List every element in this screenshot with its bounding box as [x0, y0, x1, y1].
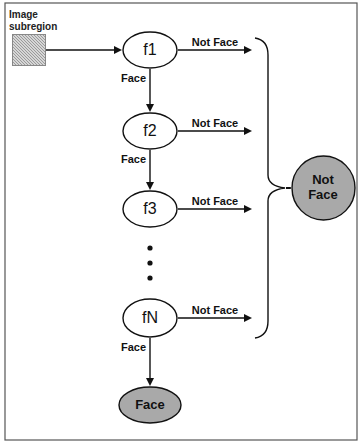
continuation-dot	[147, 275, 152, 280]
flow-arrow	[178, 188, 291, 213]
ellipse-outline	[123, 299, 177, 337]
arrow-head	[146, 104, 154, 112]
arrow-head	[114, 46, 122, 54]
ellipse-outline	[119, 387, 181, 423]
merge-brace	[255, 38, 285, 338]
flow-arrow	[46, 46, 122, 54]
result-ellipse: Face	[118, 386, 182, 424]
arrow-head	[146, 182, 154, 190]
node-text: fN	[142, 309, 158, 327]
flow-arrow	[178, 46, 291, 188]
connector-line	[149, 338, 150, 379]
ellipse-outline	[123, 191, 177, 227]
node-outline	[12, 34, 46, 66]
edge-label: Not Face	[191, 304, 239, 316]
edge-label: Not Face	[191, 117, 239, 129]
connector-line	[178, 131, 291, 188]
connector-line	[46, 49, 115, 50]
node-text: Face	[135, 398, 165, 413]
flow-arrow	[146, 69, 154, 112]
edge-label: Face	[120, 72, 147, 84]
ellipse-outline	[123, 113, 177, 149]
flow-arrow	[178, 127, 291, 188]
continuation-dot	[147, 260, 152, 265]
image-patch: Image subregion	[12, 34, 46, 66]
flow-arrow	[146, 338, 154, 386]
connector-line	[149, 69, 150, 105]
node-text: Not Face	[303, 173, 343, 203]
classifier-stage: fN	[122, 298, 178, 338]
node-text: f2	[143, 122, 156, 140]
flow-arrow	[146, 150, 154, 190]
ellipse-outline	[292, 156, 355, 220]
outer-frame	[5, 3, 357, 440]
ellipse-outline	[123, 32, 177, 68]
flow-arrow	[178, 188, 291, 322]
node-text: f1	[143, 41, 156, 59]
connector-line	[178, 188, 291, 318]
arrow-head	[244, 46, 252, 54]
classifier-stage: f1	[122, 31, 178, 69]
connector-line	[178, 188, 291, 209]
continuation-dot	[147, 245, 152, 250]
result-ellipse: Not Face	[291, 155, 356, 221]
image-patch-fill	[13, 35, 46, 66]
connector-line	[149, 150, 150, 183]
arrow-head	[244, 127, 252, 135]
classifier-stage: f3	[122, 190, 178, 228]
arrow-head	[244, 205, 252, 213]
arrow-head	[244, 314, 252, 322]
classifier-stage: f2	[122, 112, 178, 150]
node-text: f3	[143, 200, 156, 218]
arrow-head	[146, 378, 154, 386]
connector-line	[178, 50, 291, 188]
edge-label: Not Face	[191, 36, 239, 48]
edge-label: Face	[120, 341, 147, 353]
edge-label: Face	[120, 153, 147, 165]
edge-label: Not Face	[191, 195, 239, 207]
patch-heading: Image subregion	[9, 9, 65, 32]
